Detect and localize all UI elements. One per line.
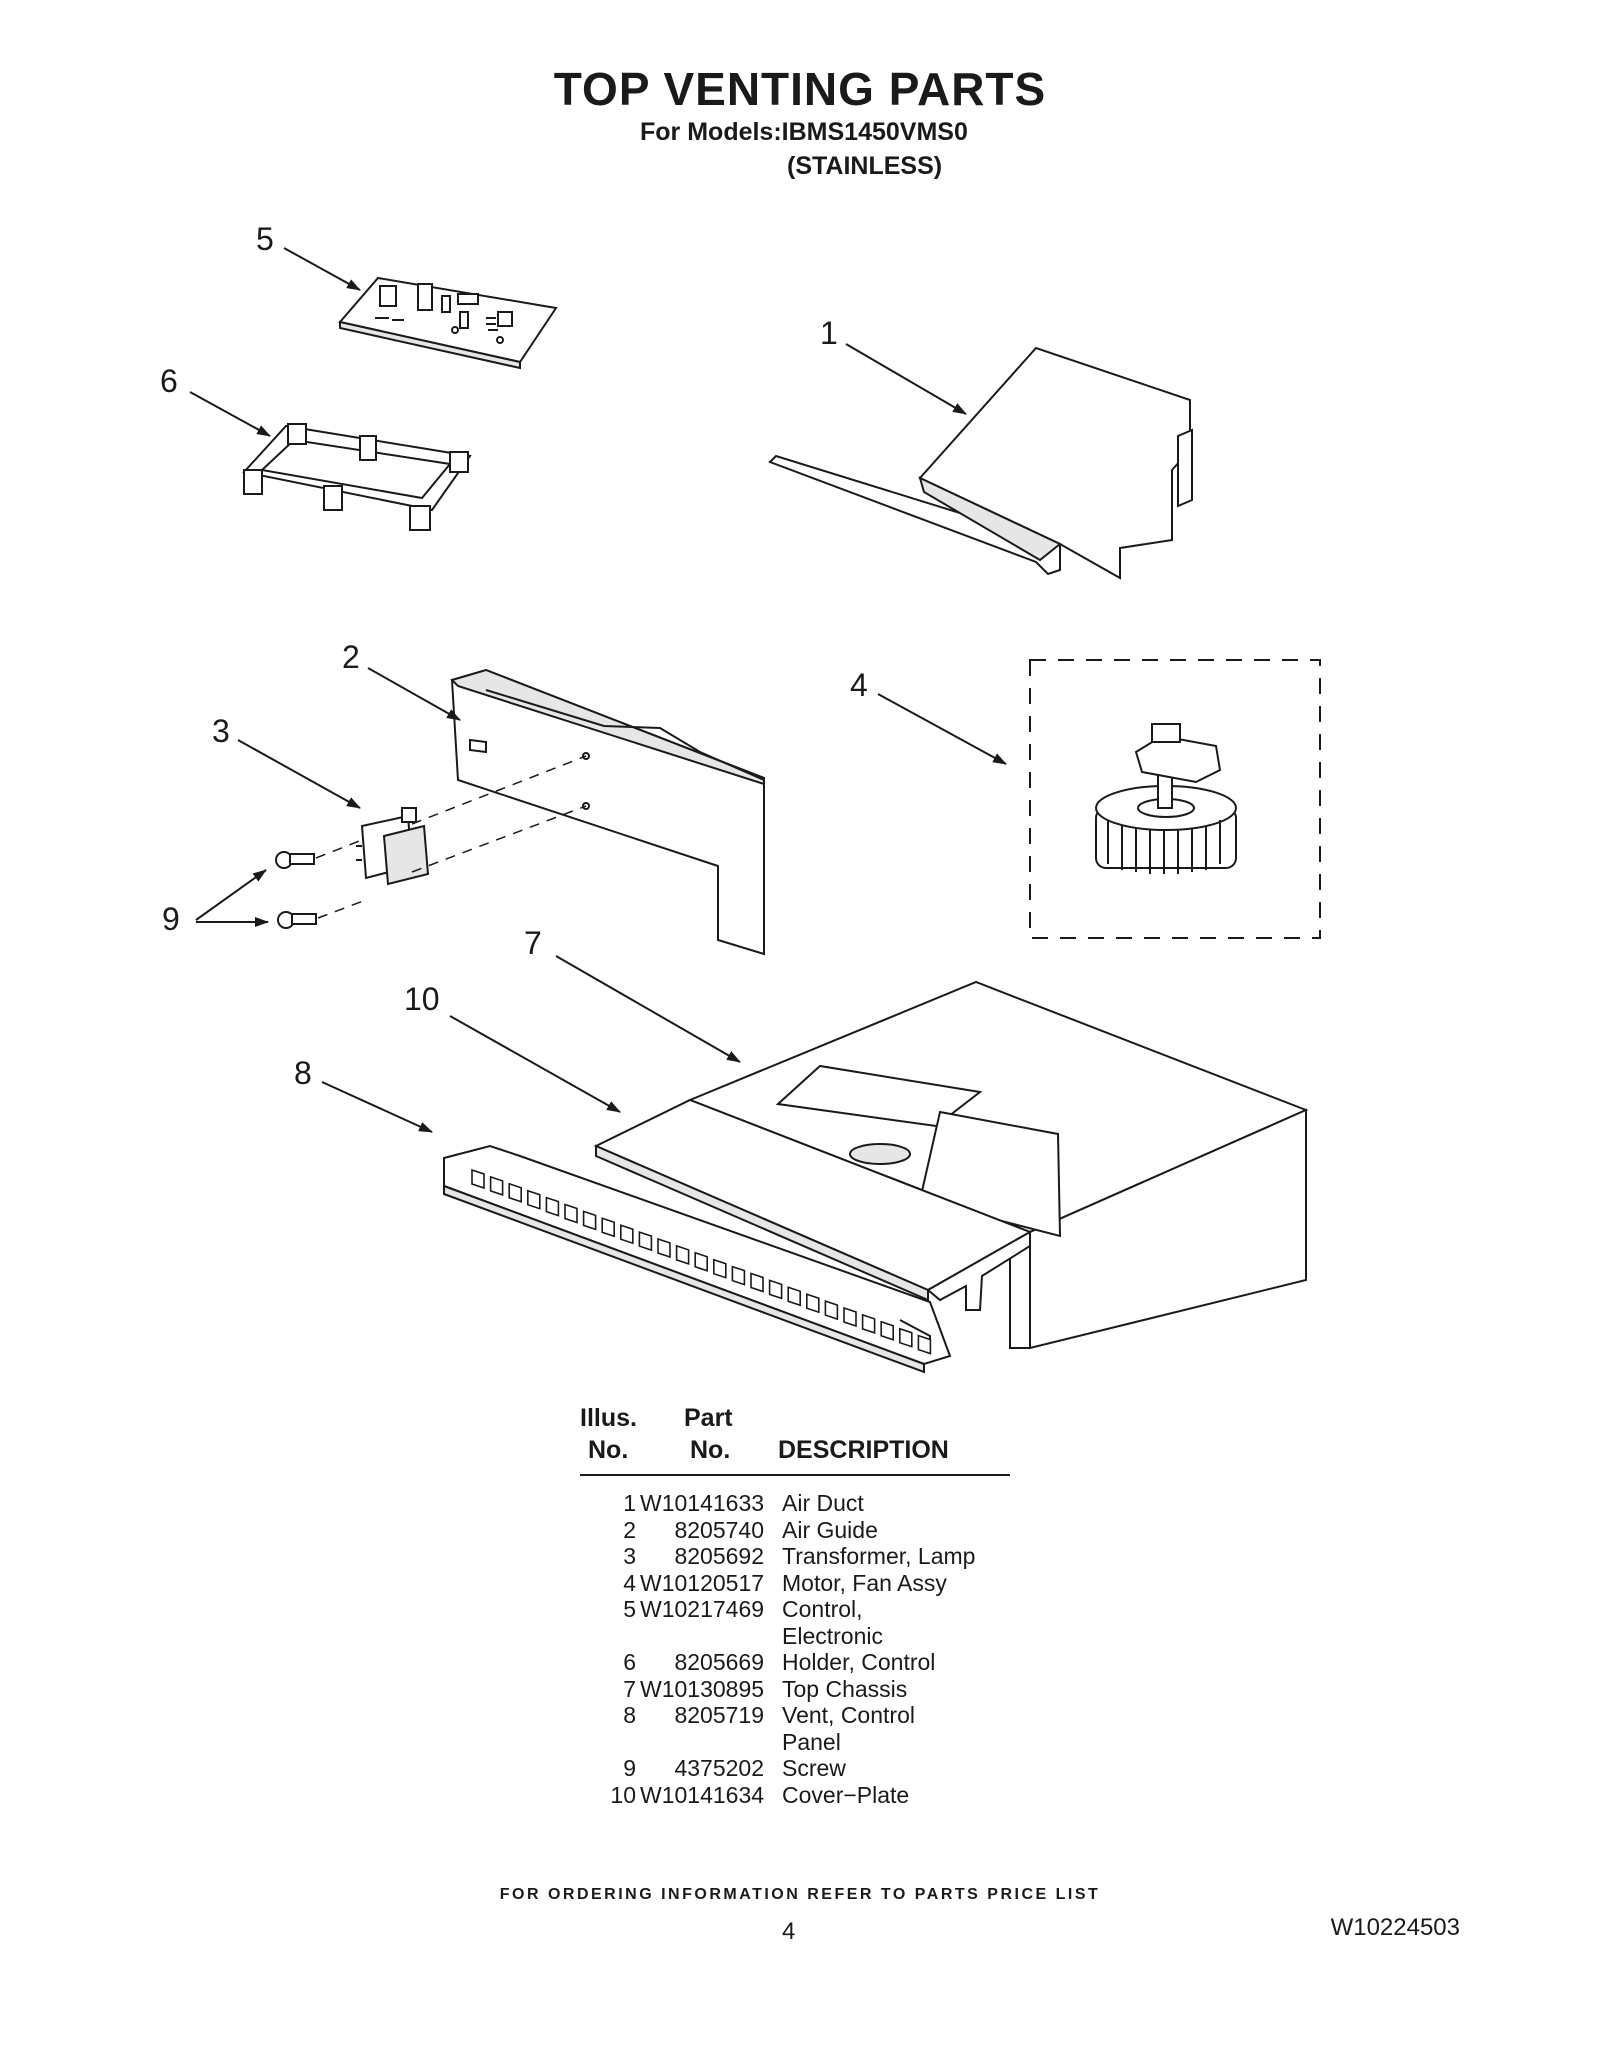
- vent-slot: [917, 1334, 932, 1355]
- vent-slot: [824, 1299, 839, 1321]
- vent-slot: [601, 1217, 616, 1238]
- illus-no: 1: [623, 1490, 636, 1516]
- description: Screw: [782, 1755, 846, 1781]
- vent-slot: [545, 1196, 560, 1217]
- vent-slot: [489, 1175, 504, 1197]
- part-no: 8205692: [674, 1543, 764, 1569]
- illus-no: 8: [623, 1702, 636, 1728]
- control-holder-part: [242, 423, 472, 531]
- part-no: 8205669: [674, 1649, 764, 1675]
- finish-line: (STAINLESS): [787, 152, 943, 180]
- header-description: DESCRIPTION: [778, 1436, 949, 1464]
- part-no: W10141633: [640, 1490, 765, 1516]
- header-part-top: Part: [684, 1404, 733, 1432]
- leader-5: [283, 247, 361, 291]
- vent-slot: [768, 1279, 783, 1300]
- leader-10: [449, 1015, 621, 1113]
- part-no: W10217469: [640, 1596, 765, 1622]
- vent-slot: [619, 1224, 634, 1245]
- electronic-control-part: [338, 276, 558, 370]
- vent-slot: [750, 1272, 764, 1293]
- leader-6: [189, 391, 271, 437]
- description: Vent, Control: [782, 1702, 915, 1728]
- part-no: 4375202: [674, 1755, 764, 1781]
- callout-9: 9: [162, 901, 180, 937]
- vent-slot: [880, 1320, 895, 1341]
- description: Motor, Fan Assy: [782, 1569, 947, 1596]
- leader-4: [877, 693, 1007, 765]
- exploded-parts-diagram: 5 1 6 2 4 3 9 7 10 8: [160, 221, 1321, 1374]
- part-no: W10141634: [640, 1781, 765, 1808]
- leader-9a: [195, 869, 267, 921]
- vent-slot: [564, 1203, 578, 1224]
- callout-5: 5: [256, 221, 274, 257]
- top-chassis-part: [687, 980, 1309, 1350]
- vent-slot: [861, 1313, 876, 1335]
- illus-no: 2: [623, 1516, 636, 1543]
- table-header-rule: [580, 1474, 1010, 1476]
- vent-slot: [787, 1286, 802, 1307]
- description: Air Guide: [782, 1516, 878, 1543]
- air-guide-part: [450, 668, 765, 956]
- part-no: 8205719: [674, 1702, 764, 1728]
- vent-slot: [526, 1189, 541, 1210]
- callout-7: 7: [524, 925, 542, 961]
- illus-no: 3: [623, 1543, 636, 1569]
- part-no: W10130895: [640, 1675, 765, 1702]
- description: Cover−Plate: [782, 1781, 910, 1808]
- illus-no: 6: [623, 1649, 636, 1675]
- description: Top Chassis: [782, 1675, 908, 1702]
- screw-part: [275, 851, 317, 929]
- document-number: W10224503: [1330, 1914, 1460, 1941]
- description: Holder, Control: [782, 1649, 936, 1675]
- description: Control,: [782, 1596, 863, 1622]
- leader-1: [845, 343, 967, 415]
- page-title: TOP VENTING PARTS: [553, 63, 1047, 115]
- vent-slot: [675, 1244, 690, 1266]
- callout-3: 3: [212, 713, 230, 749]
- vent-slot: [694, 1251, 709, 1272]
- vent-slot: [898, 1327, 913, 1348]
- leader-2: [367, 667, 461, 721]
- part-no: W10120517: [640, 1569, 765, 1596]
- description: Transformer, Lamp: [782, 1543, 976, 1569]
- callout-1: 1: [820, 315, 838, 351]
- page-number: 4: [782, 1918, 796, 1945]
- callout-6: 6: [160, 363, 178, 399]
- description: Air Duct: [782, 1490, 864, 1516]
- description-cont: Panel: [782, 1728, 841, 1755]
- ordering-note: FOR ORDERING INFORMATION REFER TO PARTS …: [499, 1886, 1101, 1903]
- leader-7: [555, 955, 741, 1063]
- part-no: 8205740: [674, 1516, 764, 1543]
- vent-slot: [712, 1258, 727, 1279]
- description-cont: Electronic: [782, 1622, 883, 1649]
- vent-slot: [731, 1265, 746, 1286]
- air-duct-part: [768, 346, 1193, 580]
- vent-slot: [657, 1237, 671, 1259]
- vent-slot: [638, 1230, 653, 1252]
- cover-plate-part: [593, 1098, 1033, 1311]
- callout-8: 8: [294, 1055, 312, 1091]
- callout-4: 4: [850, 667, 868, 703]
- vent-slot: [805, 1293, 820, 1314]
- header-illus-top: Illus.: [580, 1404, 637, 1432]
- illus-no: 10: [610, 1781, 636, 1808]
- illus-no: 4: [623, 1569, 636, 1596]
- callout-2: 2: [342, 639, 360, 675]
- illus-no: 5: [623, 1596, 636, 1622]
- vent-slot: [471, 1168, 485, 1190]
- illus-no: 7: [623, 1675, 636, 1702]
- illus-no: 9: [623, 1755, 636, 1781]
- callout-10: 10: [404, 981, 440, 1017]
- header-illus-bottom: No.: [588, 1436, 629, 1464]
- vent-slot: [843, 1306, 857, 1328]
- models-line: For Models:IBMS1450VMS0: [640, 118, 968, 146]
- fan-motor-part: [1029, 659, 1321, 939]
- vent-slot: [508, 1182, 523, 1203]
- leader-3: [237, 739, 361, 809]
- header-part-bottom: No.: [690, 1436, 731, 1464]
- transformer-lamp-part: [356, 807, 430, 886]
- leader-8: [321, 1081, 433, 1133]
- vent-slot: [582, 1210, 597, 1231]
